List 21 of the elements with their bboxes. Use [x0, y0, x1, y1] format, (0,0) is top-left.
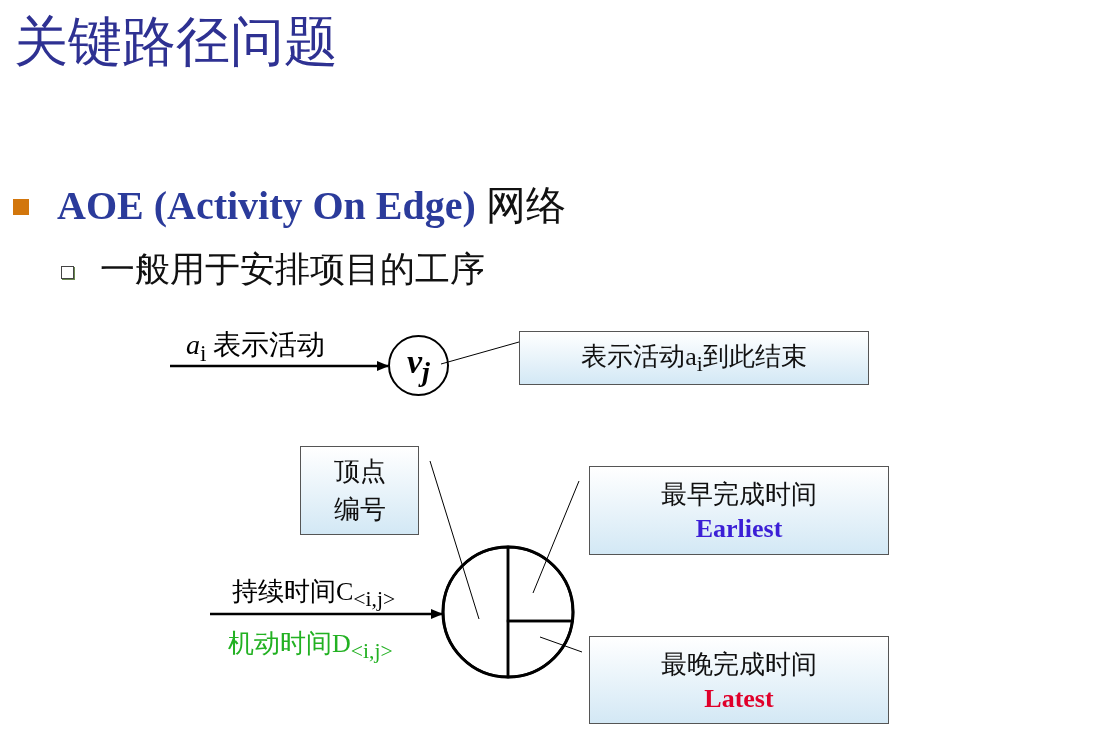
leader-line	[532, 480, 580, 594]
note-box: 最早完成时间 Earliest	[589, 466, 889, 555]
edge-label: a$_{i}$ 表示活动	[186, 328, 326, 367]
leader-line	[539, 636, 583, 653]
circle-sector	[441, 545, 510, 679]
bullet-text: 一般用于安排项目的工序	[100, 249, 485, 291]
note-box: 表示活动a$_{i}$到此结束	[519, 331, 869, 385]
note-box: 顶点编号	[300, 446, 419, 535]
note-box: 最晚完成时间 Latest	[589, 636, 889, 724]
vertex-circle	[441, 545, 575, 679]
slide-title: 关键路径问题	[14, 11, 338, 74]
leader-line	[429, 460, 480, 620]
circle-sector	[506, 619, 574, 679]
bullet-text: AOE (Activity On Edge) 网络	[57, 182, 566, 230]
edge-label: 持续时间C$_{<i,j>}$	[232, 576, 396, 613]
arrow	[170, 361, 389, 371]
leader-line	[440, 341, 520, 365]
slack-time-label: 机动时间D$_{<i,j>}$	[228, 628, 393, 665]
circle-sector	[506, 545, 575, 623]
arrow	[210, 609, 443, 619]
vertex-circle: v$_{j}$	[388, 335, 449, 396]
